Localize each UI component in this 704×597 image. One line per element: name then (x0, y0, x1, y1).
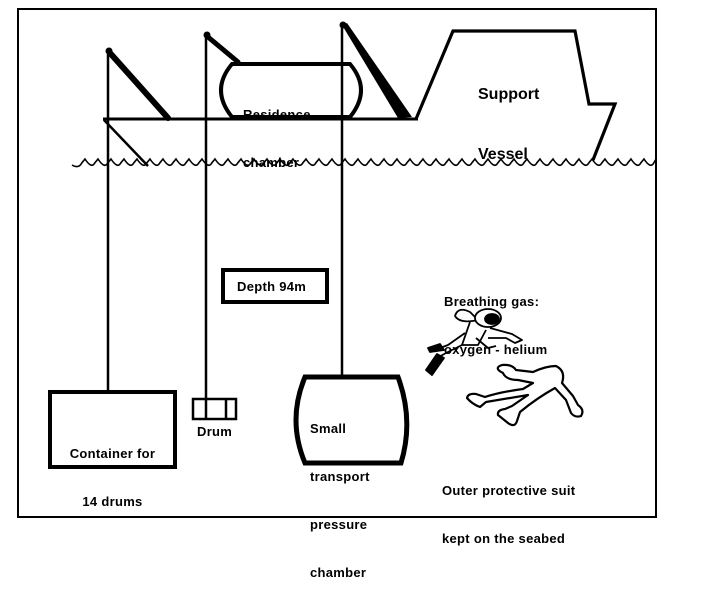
crane-2-pulley (203, 31, 211, 39)
drum-label: Drum (197, 424, 233, 439)
residence-chamber-label: Residence chamber (243, 75, 311, 187)
diagram-frame (17, 8, 657, 518)
residence-chamber-label-line-2: chamber (243, 155, 300, 170)
crane-3-pulley (339, 21, 347, 29)
diving-suit-icon (465, 363, 584, 427)
breathing-gas-label-line-1: Breathing gas: (444, 294, 540, 309)
transport-chamber-label: Small transport pressure chamber (310, 389, 370, 597)
support-vessel-label-line-1: Support (478, 86, 540, 103)
depth-box (221, 268, 329, 304)
container-label-line-1: Container for (69, 446, 156, 461)
drum-icon (191, 397, 238, 421)
crane-1-boom (107, 50, 171, 121)
residence-chamber (219, 62, 363, 119)
crane-3-boom (342, 23, 412, 118)
outer-suit-label: Outer protective suit kept on the seabed (442, 451, 575, 563)
crane-1 (105, 47, 171, 392)
depth-label: Depth 94m (237, 279, 307, 294)
vessel-superstructure (414, 29, 618, 161)
support-vessel-label-line-2: Vessel (478, 146, 528, 163)
diagram-canvas (17, 8, 657, 518)
transport-chamber-label-line-1: Small (310, 421, 347, 436)
crane-2 (203, 31, 241, 398)
container-label-line-2: 14 drums (82, 494, 143, 509)
transport-chamber-label-line-4: chamber (310, 565, 367, 580)
transport-chamber-label-line-2: transport (310, 469, 370, 484)
crane-1-pulley (105, 47, 113, 55)
container-label: Container for 14 drums (52, 414, 173, 526)
container-box (48, 390, 177, 469)
crane-2-boom (205, 34, 241, 65)
sea-surface-wave-icon (71, 157, 657, 168)
breathing-gas-label: Breathing gas: oxygen - helium (444, 262, 547, 374)
vessel-bow (103, 119, 149, 167)
residence-chamber-label-line-1: Residence (243, 107, 311, 122)
breathing-gas-label-line-2: oxygen - helium (444, 342, 548, 357)
transport-chamber (293, 374, 410, 466)
outer-suit-label-line-2: kept on the seabed (442, 531, 566, 546)
outer-suit-label-line-1: Outer protective suit (442, 483, 576, 498)
transport-chamber-label-line-3: pressure (310, 517, 368, 532)
support-vessel-label: Support Vessel (478, 45, 539, 185)
diver-icon (425, 308, 523, 376)
